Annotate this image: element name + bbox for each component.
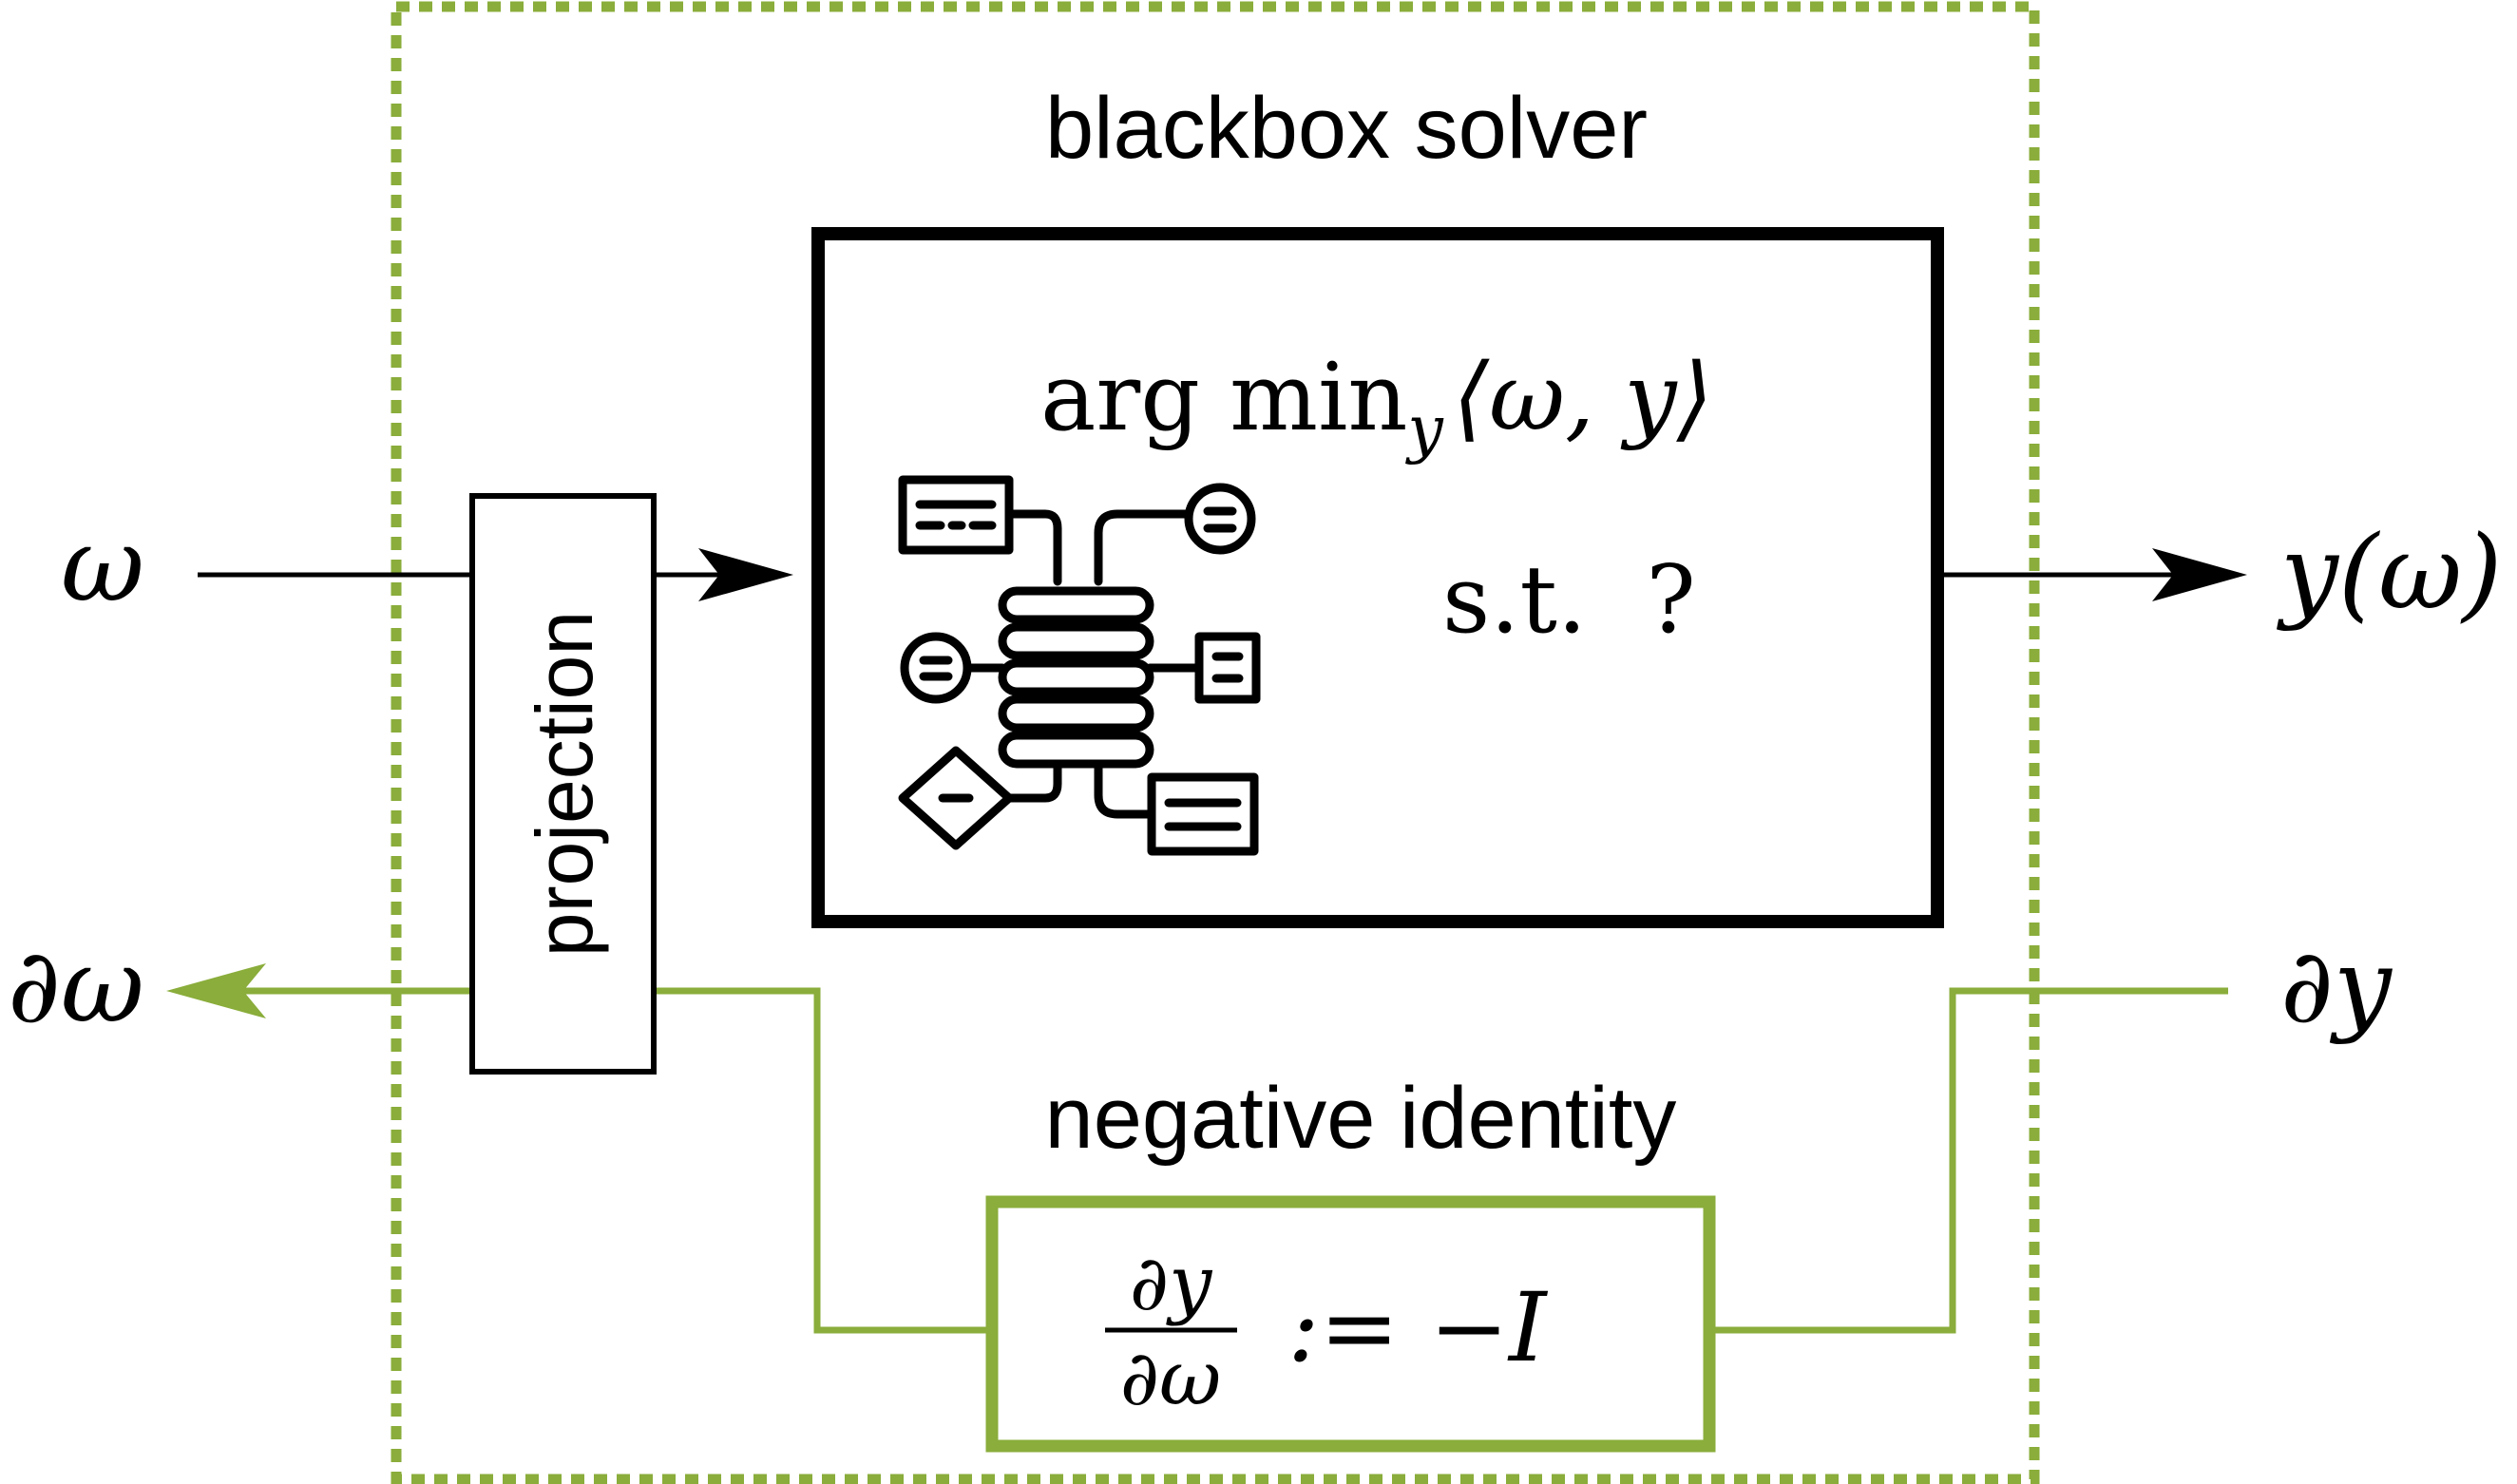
database-schema-icon [898, 475, 1261, 856]
fraction-numerator: ∂y [1130, 1239, 1213, 1327]
backward-output-arrowhead [166, 963, 266, 1018]
projection-label: projection [520, 611, 609, 957]
forward-output-arrowhead [2152, 548, 2247, 601]
input-symbol: ω [61, 506, 144, 625]
negative-identity-title: negative identity [1045, 1070, 1677, 1167]
backward-middle-path [654, 987, 986, 1334]
fraction-rhs: := −I [1287, 1272, 1549, 1383]
grad-out-symbol: ∂ω [8, 927, 144, 1046]
objective-formula: arg miny⟨ω, y⟩ [1040, 344, 1713, 466]
differentiable-wrapper-boundary [391, 1, 2040, 1484]
output-symbol: y(ω) [2276, 514, 2502, 633]
grad-in-symbol: ∂y [2280, 927, 2393, 1046]
objective-inner-product: ⟨ω, y⟩ [1453, 344, 1713, 452]
backward-input-path [1715, 987, 2228, 1334]
objective-subscript: y [1405, 392, 1444, 466]
constraint-text: s.t. ? [1442, 546, 1696, 655]
objective-argmin: arg min [1040, 344, 1408, 452]
blackbox-solver-title: blackbox solver [1045, 80, 1648, 177]
forward-input-arrowhead [698, 548, 793, 601]
negative-identity-box [985, 1195, 1716, 1453]
projection-box [469, 493, 657, 1075]
fraction-denominator: ∂ω [1120, 1334, 1222, 1422]
